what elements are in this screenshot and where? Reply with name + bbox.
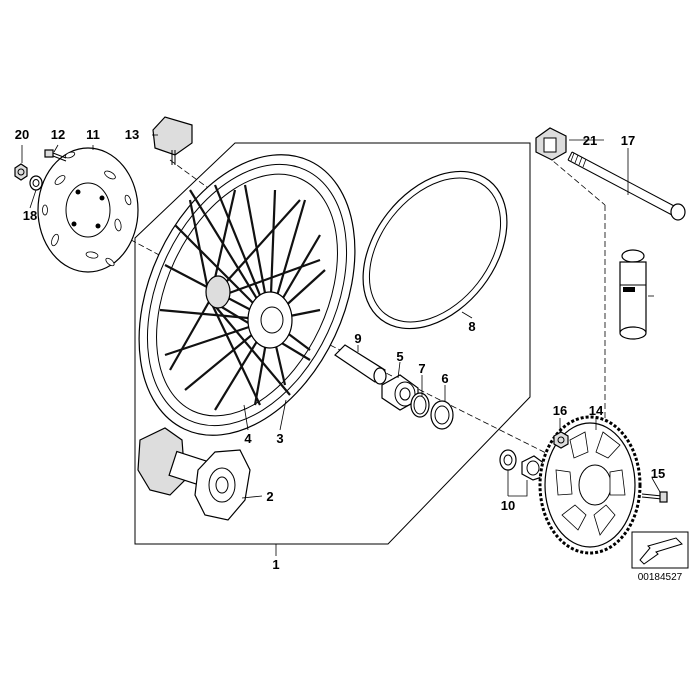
callout-20: 21: [583, 133, 597, 148]
callout-3: 3: [276, 431, 283, 446]
disc-washer: [29, 175, 43, 191]
leader-lines: [21, 134, 661, 556]
callout-19: 20: [15, 127, 29, 142]
wheel-axle: [567, 151, 686, 221]
disc-bolt: [44, 149, 67, 162]
callout-13: 13: [125, 127, 139, 142]
callout-6: 6: [441, 371, 448, 386]
wheel-hub-center: [205, 275, 293, 349]
wheel-hub: [137, 427, 251, 521]
callout-10: 10: [501, 498, 515, 513]
grease-can: [619, 249, 647, 340]
brake-disc: [37, 147, 139, 273]
spacer-sleeve: [334, 344, 387, 385]
view-direction-arrow-icon: [639, 537, 683, 565]
tire-valve: [152, 116, 193, 165]
axle-clamp: [535, 127, 567, 161]
callout-4: 4: [244, 431, 252, 446]
callout-17: 17: [621, 133, 635, 148]
tire: [362, 170, 508, 330]
callout-9: 9: [354, 331, 361, 346]
drawing-code-box: 00184527: [631, 531, 689, 583]
chain-sprocket: [538, 415, 642, 555]
wheel-bearing: [381, 374, 419, 411]
callout-15: 15: [651, 466, 665, 481]
callout-12: 12: [51, 127, 65, 142]
shaft-seal: [430, 400, 454, 430]
callout-18: 18: [23, 208, 37, 223]
callout-11: 11: [86, 127, 100, 142]
sprocket-nut: [553, 431, 569, 449]
callout-5: 5: [396, 349, 403, 364]
callout-14: 14: [589, 403, 604, 418]
callout-1: 1: [272, 557, 279, 572]
spacer-ring: [499, 449, 517, 471]
circlip: [410, 392, 430, 418]
wheel-rim: [138, 154, 356, 436]
wheel-assembly-outline: [134, 142, 531, 545]
callout-8: 8: [468, 319, 475, 334]
callout-7: 7: [418, 361, 425, 376]
disc-nut: [14, 163, 28, 181]
callout-16: 16: [553, 403, 567, 418]
callout-2: 2: [266, 489, 273, 504]
drawing-code: 00184527: [638, 572, 683, 583]
sprocket-bolt: [641, 491, 668, 503]
